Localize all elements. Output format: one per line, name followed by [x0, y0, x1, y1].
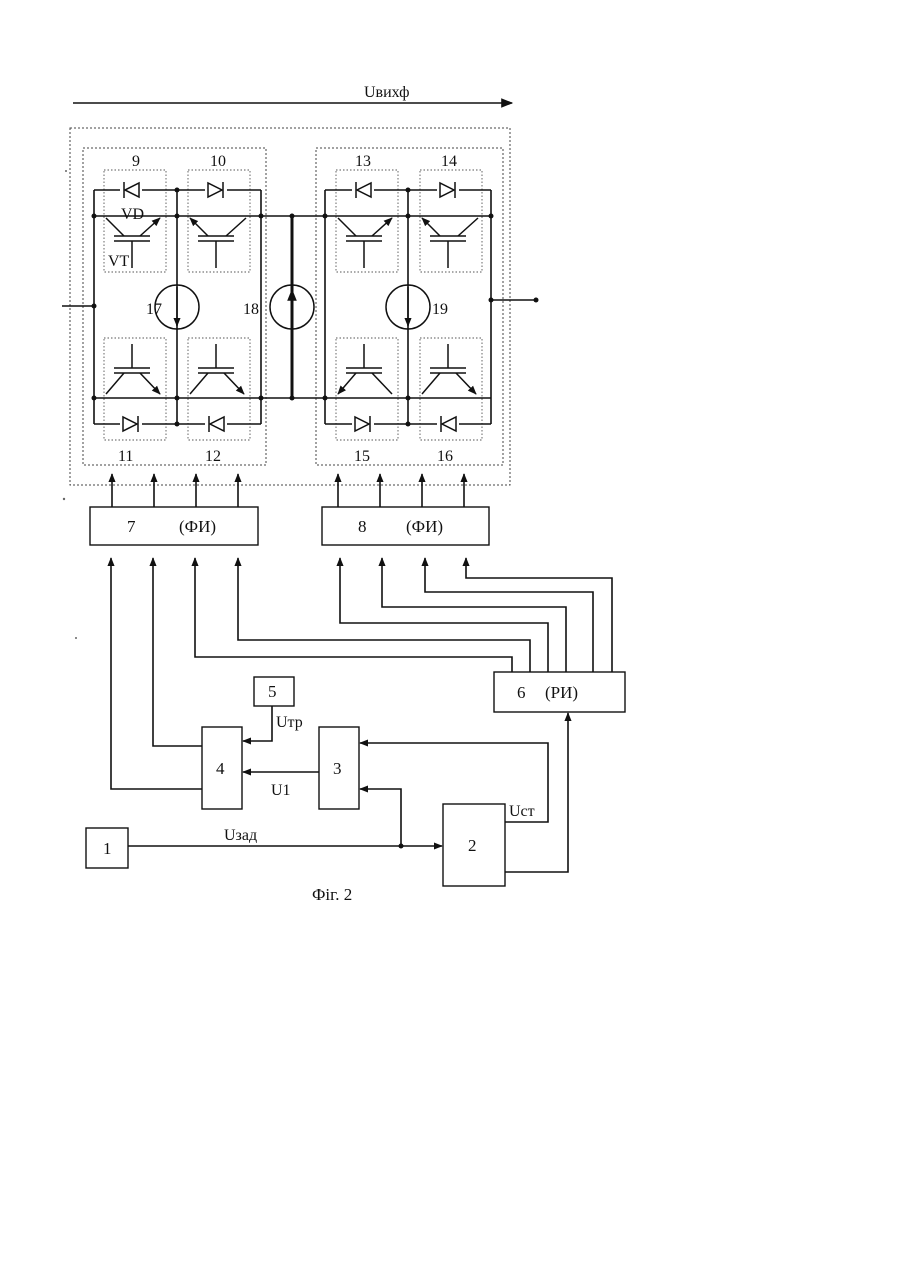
transistor-14-icon: [422, 218, 478, 268]
block-6: 6 (РИ): [494, 672, 625, 712]
block-8: 8 (ФИ): [322, 507, 489, 545]
transistor-16-icon: [422, 344, 476, 394]
current-source-17-label: 17: [146, 301, 162, 318]
block-8-name: (ФИ): [406, 517, 443, 536]
bridge-left-frame: [83, 148, 266, 465]
module-11-label: 11: [118, 448, 133, 465]
transistor-15-icon: [338, 344, 392, 394]
signal-u-st: Uст: [509, 803, 535, 820]
block-7-name: (ФИ): [179, 517, 216, 536]
uzad-branch-node: [399, 844, 404, 849]
diode-15-icon: [352, 415, 374, 433]
transistor-10-icon: [190, 218, 246, 268]
diode-label: VD: [121, 206, 144, 223]
module-15-label: 15: [354, 448, 370, 465]
signal-u-zad: Uзад: [224, 827, 257, 844]
block-2-number: 2: [468, 836, 477, 855]
diode-10-icon: [205, 181, 227, 199]
bridge-wiring: [62, 190, 536, 424]
transistor-13-icon: [338, 218, 392, 268]
diode-11-icon: [120, 415, 142, 433]
transistor-12-icon: [190, 344, 244, 394]
block-1-number: 1: [103, 839, 112, 858]
transistor-label: VT: [108, 253, 130, 270]
transistor-11-icon: [106, 344, 160, 394]
bridge-right-frame: [316, 148, 503, 465]
module-12-label: 12: [205, 448, 221, 465]
block-8-number: 8: [358, 517, 367, 536]
module-10-label: 10: [210, 153, 226, 170]
diode-12-icon: [205, 415, 227, 433]
output-voltage-label: Uвихф: [364, 84, 409, 101]
block-1: 1: [86, 828, 128, 868]
block-5-number: 5: [268, 682, 277, 701]
signal-u-tr: Uтр: [276, 714, 303, 731]
diode-14-icon: [437, 181, 459, 199]
diode-9-icon: [120, 181, 142, 199]
block-2: 2: [443, 804, 505, 886]
signal-u-1: U1: [271, 782, 291, 799]
block-4: 4: [202, 727, 242, 809]
block-3: 3: [319, 727, 359, 809]
current-source-18-label: 18: [243, 301, 259, 318]
module-9-label: 9: [132, 153, 140, 170]
block-4-number: 4: [216, 759, 225, 778]
block-6-name: (РИ): [545, 683, 578, 702]
module-13-label: 13: [355, 153, 371, 170]
current-source-18-icon: [270, 285, 314, 329]
block-7-number: 7: [127, 517, 136, 536]
current-source-19-icon: [386, 285, 430, 329]
current-source-19-label: 19: [432, 301, 448, 318]
figure-caption: Фiг. 2: [312, 885, 352, 904]
module-14-label: 14: [441, 153, 457, 170]
block-3-number: 3: [333, 759, 342, 778]
module-16-label: 16: [437, 448, 453, 465]
block-5: 5: [254, 677, 294, 706]
diode-13-icon: [352, 181, 374, 199]
diode-16-icon: [437, 415, 459, 433]
block-7: 7 (ФИ): [90, 507, 258, 545]
block-6-number: 6: [517, 683, 526, 702]
